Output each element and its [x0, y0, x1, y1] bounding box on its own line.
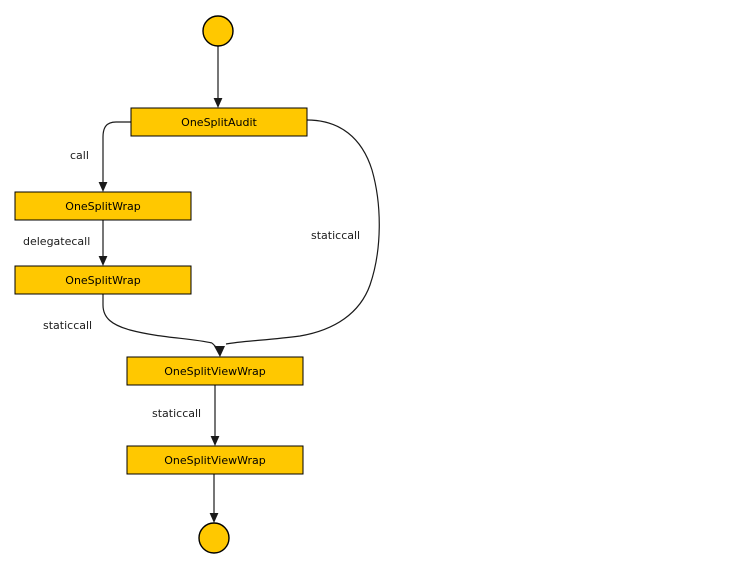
- edge-label-staticcall-bottom: staticcall: [152, 407, 201, 420]
- node-onesplitwrap-1[interactable]: OneSplitWrap: [14, 191, 192, 221]
- node-onesplitviewwrap-2[interactable]: OneSplitViewWrap: [126, 445, 304, 475]
- node-box[interactable]: [126, 445, 304, 475]
- node-onesplitaudit[interactable]: OneSplitAudit: [130, 107, 308, 137]
- edge-onesplitviewwrap-to-end: [209, 474, 219, 523]
- edge-path: [225, 119, 380, 345]
- arrow-head-icon: [98, 182, 108, 192]
- node-onesplitviewwrap-1[interactable]: OneSplitViewWrap: [126, 356, 304, 386]
- node-onesplitwrap-2[interactable]: OneSplitWrap: [14, 265, 192, 295]
- node-label: OneSplitViewWrap: [164, 454, 266, 467]
- arrow-head-icon: [98, 256, 108, 266]
- arrow-head-icon: [210, 436, 220, 446]
- edge-onesplitaudit-to-onesplitviewwrap: staticcall: [225, 119, 380, 345]
- edge-label-delegatecall: delegatecall: [23, 235, 90, 248]
- end-node[interactable]: [198, 522, 230, 554]
- node-label: OneSplitViewWrap: [164, 365, 266, 378]
- node-box[interactable]: [126, 356, 304, 386]
- edge-path: [102, 121, 131, 185]
- node-label: OneSplitWrap: [65, 200, 140, 213]
- edge-onesplitwrap-to-onesplitviewwrap: staticcall: [43, 294, 213, 344]
- edge-label-staticcall-right: staticcall: [311, 229, 360, 242]
- node-label: OneSplitWrap: [65, 274, 140, 287]
- edge-onesplitwrap-to-onesplitwrap: delegatecall: [23, 220, 108, 266]
- arrow-head-icon: [214, 346, 225, 357]
- edge-label-staticcall-left: staticcall: [43, 319, 92, 332]
- edge-onesplitviewwrap-to-onesplitviewwrap: staticcall: [152, 385, 220, 446]
- node-box[interactable]: [14, 265, 192, 295]
- edge-onesplitaudit-to-onesplitwrap: call: [70, 121, 131, 192]
- edge-label-call: call: [70, 149, 89, 162]
- node-box[interactable]: [14, 191, 192, 221]
- start-node[interactable]: [202, 15, 234, 47]
- arrow-head-icon: [209, 513, 219, 523]
- edge-path: [102, 294, 213, 344]
- node-box[interactable]: [130, 107, 308, 137]
- arrow-head-icon: [213, 98, 223, 108]
- node-label: OneSplitAudit: [181, 116, 257, 129]
- edge-merge-arrow: [211, 342, 225, 357]
- edge-start-to-onesplitaudit: [213, 46, 223, 108]
